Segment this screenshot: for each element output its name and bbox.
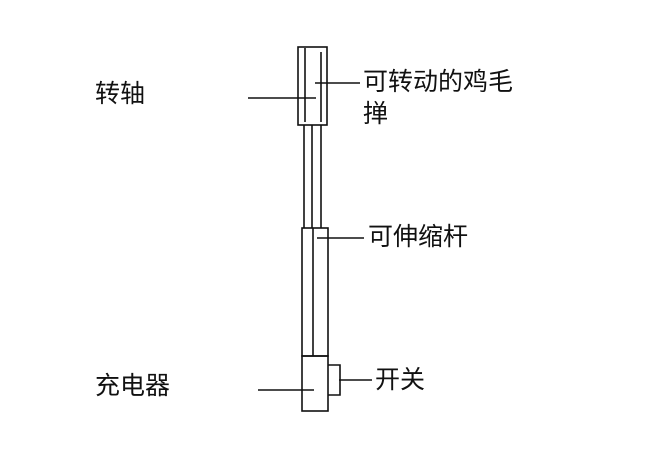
label-telescopic-rod: 可伸缩杆 xyxy=(368,222,469,251)
telescopic-rod xyxy=(301,227,329,357)
duster-head xyxy=(297,46,328,126)
label-rotating-shaft: 转轴 xyxy=(95,79,146,108)
switch-bracket xyxy=(328,364,341,396)
label-switch: 开关 xyxy=(375,365,426,394)
label-charger: 充电器 xyxy=(95,371,171,400)
leader-lines xyxy=(248,82,372,391)
label-rotating-duster-line2: 掸 xyxy=(363,99,389,128)
charger-base xyxy=(301,355,329,412)
rotating-shaft xyxy=(303,125,322,228)
label-rotating-duster-line1: 可转动的鸡毛 xyxy=(363,67,514,96)
